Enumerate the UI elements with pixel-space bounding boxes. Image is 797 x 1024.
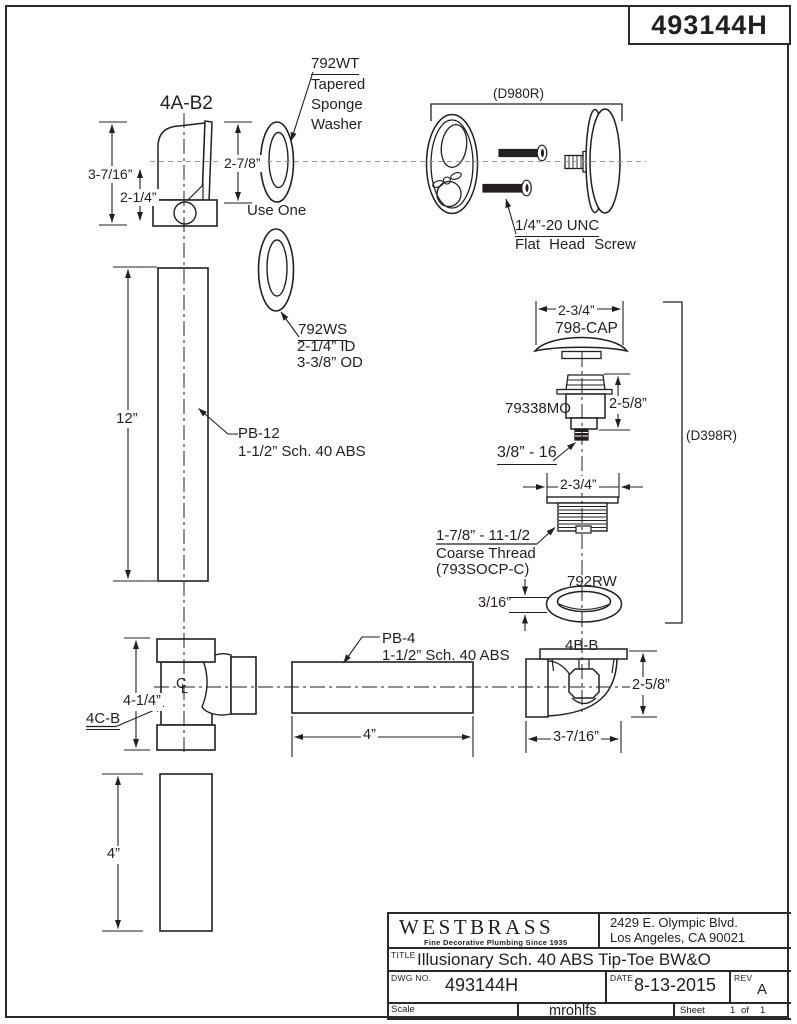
d980r-bracket xyxy=(430,103,623,121)
dim-strainer-width: 2-3/4” xyxy=(558,476,599,494)
company-logo: WESTBRASS xyxy=(399,915,555,939)
sheet-no: 1 xyxy=(730,1005,736,1016)
sheet-border xyxy=(5,5,789,1018)
label-part-792wt: 792WT xyxy=(311,55,360,76)
dim-4cb-height: 4-1/4” xyxy=(121,693,163,711)
label-792wt-desc1: Tapered xyxy=(311,76,366,93)
title-label: TITLE xyxy=(391,950,416,960)
dim-792rw-thickness: 3/16” xyxy=(478,595,512,611)
dim-792ws-id: 2-1/4” ID xyxy=(297,338,356,355)
label-part-4cb: 4C-B xyxy=(86,710,121,731)
pipe-pb12-drawing xyxy=(157,267,209,582)
label-792wt-desc3: Washer xyxy=(311,116,363,133)
label-pb4-spec: 1-1/2” Sch. 40 ABS xyxy=(382,647,510,664)
drawing-number: 493144H xyxy=(651,9,768,40)
rev-label: REV xyxy=(734,973,753,983)
screws-drawing xyxy=(482,144,548,197)
company-address1: 2429 E. Olympic Blvd. xyxy=(610,915,738,930)
elbow-4ab2-drawing xyxy=(152,120,218,227)
date-value: 8-13-2015 xyxy=(634,975,717,995)
label-group-d980r: (D980R) xyxy=(493,86,545,101)
centerline-symbol-c: C xyxy=(176,676,187,692)
dim-pipe4-length: 4” xyxy=(105,846,122,864)
dim-4bb-height: 2-5/8” xyxy=(630,677,672,695)
stopper-79338mo-drawing xyxy=(556,374,613,441)
dwg-no-label: DWG NO. xyxy=(391,973,432,983)
label-part-792rw: 792RW xyxy=(567,573,617,590)
dim-4bb-width: 3-7/16” xyxy=(551,729,601,747)
pipe-4in-drawing xyxy=(159,773,213,932)
label-stopper-thread: 3/8” - 16 xyxy=(497,443,557,465)
drawing-title: Illusionary Sch. 40 ABS Tip-Toe BW&O xyxy=(417,950,711,969)
sheet-total: 1 xyxy=(760,1005,766,1016)
drawing-number-box: 493144H xyxy=(628,5,791,45)
label-part-792ws: 792WS xyxy=(298,321,348,342)
sheet-of: of xyxy=(741,1005,749,1016)
label-strainer-thread-spec: 1-7/8” - 11-1/2 xyxy=(436,527,530,544)
label-strainer-thread-desc: Coarse Thread xyxy=(436,545,536,562)
scale-label: Scale xyxy=(391,1004,415,1015)
label-screw-type: Flat Head Screw xyxy=(515,236,636,253)
label-pb12-spec: 1-1/2” Sch. 40 ABS xyxy=(238,443,366,460)
rev-value: A xyxy=(757,981,768,998)
centerline-symbol-l: L xyxy=(181,681,188,696)
label-group-d398r: (D398R) xyxy=(686,428,738,443)
label-792wt-desc2: Sponge xyxy=(311,96,363,113)
drawn-by: mrohlfs xyxy=(549,1003,597,1019)
dim-4ab2-height: 3-7/16” xyxy=(86,166,135,184)
cap-798-drawing xyxy=(532,336,629,360)
washer-792ws-drawing xyxy=(257,228,295,312)
dim-stopper-height: 2-5/8” xyxy=(607,396,649,414)
elbow-4bb-drawing xyxy=(525,648,628,718)
washer-792rw-drawing xyxy=(545,585,623,623)
overflow-plate-drawing xyxy=(425,113,479,215)
dim-792wt-height: 2-7/8” xyxy=(222,155,263,173)
dim-4ab2-inner: 2-1/4” xyxy=(118,189,159,207)
tee-4cb-drawing xyxy=(156,638,257,751)
label-part-79338mo: 79338MO xyxy=(505,400,571,417)
sheet-label: Sheet xyxy=(680,1005,705,1016)
dwg-no-value: 493144H xyxy=(445,975,519,995)
dim-pb4-length: 4” xyxy=(361,727,378,745)
label-part-4bb: 4B-B xyxy=(565,637,599,654)
dim-pb12-length: 12” xyxy=(114,410,140,429)
company-address2: Los Angeles, CA 90021 xyxy=(610,930,746,945)
date-label: DATE xyxy=(610,973,634,983)
dim-792ws-od: 3-3/8” OD xyxy=(297,354,363,371)
note-use-one: Use One xyxy=(247,202,307,219)
label-part-793socp: (793SOCP-C) xyxy=(436,561,530,578)
label-part-pb4: PB-4 xyxy=(382,630,416,647)
label-part-798cap: 798-CAP xyxy=(555,320,618,337)
dim-cap-width: 2-3/4” xyxy=(556,302,597,320)
company-tagline: Fine Decorative Plumbing Since 1935 xyxy=(424,938,568,947)
d398r-bracket xyxy=(663,301,683,624)
label-part-pb12: PB-12 xyxy=(238,425,280,442)
centerline-symbol: C L xyxy=(176,676,194,696)
label-screw-spec: 1/4”-20 UNC xyxy=(515,217,600,238)
label-part-4ab2: 4A-B2 xyxy=(160,93,213,114)
